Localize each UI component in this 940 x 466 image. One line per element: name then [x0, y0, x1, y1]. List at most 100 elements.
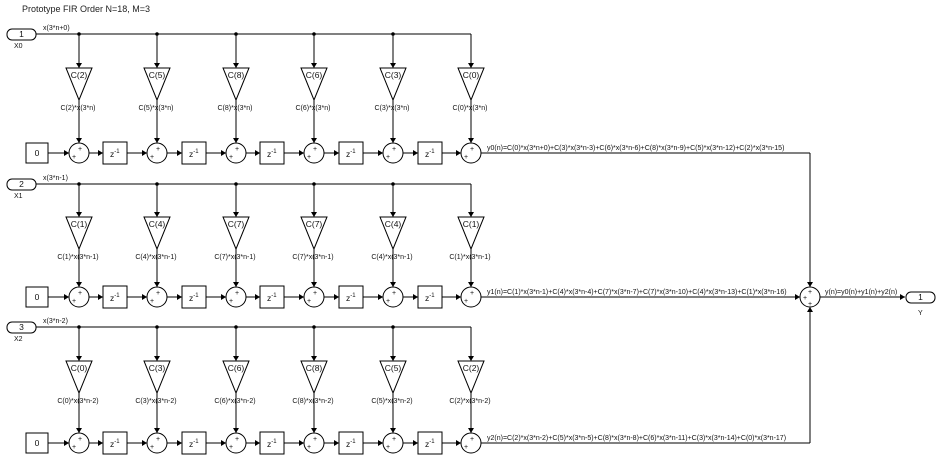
gain-output-label-x0-1: C(5)*x(3*n) [138, 105, 173, 112]
arrow-head [311, 212, 317, 217]
sum-plus-sign: + [235, 290, 239, 297]
gain-output-label-x1-1: C(4)*x(3*n-1) [135, 254, 176, 261]
arrow-head [233, 282, 239, 287]
gain-output-label-x2-3: C(8)*x(3*n-2) [292, 398, 333, 405]
diagram-title: Prototype FIR Order N=18, M=3 [22, 4, 151, 14]
arrow-head [299, 150, 304, 156]
sum-plus-sign: + [150, 444, 154, 451]
arrow-head [378, 150, 383, 156]
gain-block-x1-5[interactable] [457, 216, 485, 251]
sum-plus-sign: + [313, 146, 317, 153]
row-output-expr-x2: y2(n)=C(2)*x(3*n-2)+C(5)*x(3*n-5)+C(8)*x… [487, 435, 786, 442]
gain-output-label-x2-2: C(6)*x(3*n-2) [214, 398, 255, 405]
arrow-head [64, 294, 69, 300]
arrow-head [334, 294, 339, 300]
gain-output-label-x1-4: C(4)*x(3*n-1) [371, 254, 412, 261]
gain-block-x1-2[interactable] [222, 216, 250, 251]
gain-block-x0-5[interactable] [457, 67, 485, 102]
sum-plus-sign: + [156, 436, 160, 443]
arrow-head [390, 63, 396, 68]
arrow-head [456, 294, 461, 300]
arrow-head [378, 440, 383, 446]
arrow-head [456, 150, 461, 156]
arrow-head [468, 356, 474, 361]
gain-block-x2-1[interactable] [143, 360, 171, 395]
arrow-head [76, 63, 82, 68]
delay-label-x1-0: z-1 [110, 293, 120, 303]
arrow-head [390, 428, 396, 433]
sum-plus-sign: + [464, 154, 468, 161]
arrow-head [334, 440, 339, 446]
gain-output-label-x0-2: C(8)*x(3*n) [217, 105, 252, 112]
gain-block-x2-2[interactable] [222, 360, 250, 395]
delay-label-x2-4: z-1 [425, 439, 435, 449]
arrow-head [468, 138, 474, 143]
sum-plus-sign: + [156, 290, 160, 297]
arrow-head [456, 440, 461, 446]
gain-block-x2-4[interactable] [379, 360, 407, 395]
gain-block-x0-4[interactable] [379, 67, 407, 102]
sum-plus-sign: + [72, 444, 76, 451]
gain-block-x2-5[interactable] [457, 360, 485, 395]
gain-block-x0-0[interactable] [65, 67, 93, 102]
arrow-head [98, 440, 103, 446]
arrow-head [221, 294, 226, 300]
arrow-head [255, 294, 260, 300]
inport-x0-name: X0 [14, 43, 23, 50]
sum-plus-sign: + [72, 298, 76, 305]
arrow-head [468, 212, 474, 217]
sum-plus-sign: + [150, 154, 154, 161]
arrow-head [142, 150, 147, 156]
arrow-head [807, 307, 813, 312]
arrow-head [177, 440, 182, 446]
gain-output-label-x1-0: C(1)*x(3*n-1) [57, 254, 98, 261]
delay-label-x1-3: z-1 [346, 293, 356, 303]
gain-label-x2-1: C(3) [149, 363, 166, 373]
gain-block-x1-4[interactable] [379, 216, 407, 251]
arrow-head [468, 63, 474, 68]
sum-plus-sign: + [307, 298, 311, 305]
arrow-head [390, 138, 396, 143]
outport-y[interactable] [905, 291, 936, 304]
input-signal-label-x2: x(3*n-2) [43, 318, 68, 325]
gain-block-x2-0[interactable] [65, 360, 93, 395]
delay-label-x0-4: z-1 [425, 149, 435, 159]
sum-plus-sign: + [470, 290, 474, 297]
arrow-head [390, 356, 396, 361]
sum-plus-sign: + [307, 154, 311, 161]
gain-label-x0-5: C(0) [463, 70, 480, 80]
inport-x1-number: 2 [19, 179, 24, 189]
gain-block-x0-3[interactable] [300, 67, 328, 102]
gain-label-x1-2: C(7) [228, 219, 245, 229]
sum-plus-sign: + [78, 146, 82, 153]
arrow-head [311, 138, 317, 143]
input-signal-label-x1: x(3*n-1) [43, 175, 68, 182]
sum-plus-sign: + [72, 154, 76, 161]
constant-value-x0: 0 [35, 148, 40, 158]
sum-plus-sign: + [307, 444, 311, 451]
sum-plus-sign: + [470, 436, 474, 443]
outport-number: 1 [918, 292, 923, 302]
arrow-head [299, 294, 304, 300]
gain-block-x1-0[interactable] [65, 216, 93, 251]
gain-block-x1-1[interactable] [143, 216, 171, 251]
arrow-head [255, 440, 260, 446]
inport-x1-name: X1 [14, 193, 23, 200]
gain-output-label-x2-4: C(5)*x(3*n-2) [371, 398, 412, 405]
arrow-head [311, 428, 317, 433]
gain-block-x0-2[interactable] [222, 67, 250, 102]
gain-output-label-x1-2: C(7)*x(3*n-1) [214, 254, 255, 261]
sum-plus-sign: + [78, 436, 82, 443]
delay-label-x2-1: z-1 [189, 439, 199, 449]
arrow-head [221, 150, 226, 156]
delay-label-x0-2: z-1 [267, 149, 277, 159]
sum-plus-sign: + [235, 146, 239, 153]
arrow-head [255, 150, 260, 156]
delay-label-x0-3: z-1 [346, 149, 356, 159]
sum-plus-sign: + [464, 298, 468, 305]
gain-block-x2-3[interactable] [300, 360, 328, 395]
gain-block-x1-3[interactable] [300, 216, 328, 251]
gain-block-x0-1[interactable] [143, 67, 171, 102]
sum-plus-sign: + [78, 290, 82, 297]
